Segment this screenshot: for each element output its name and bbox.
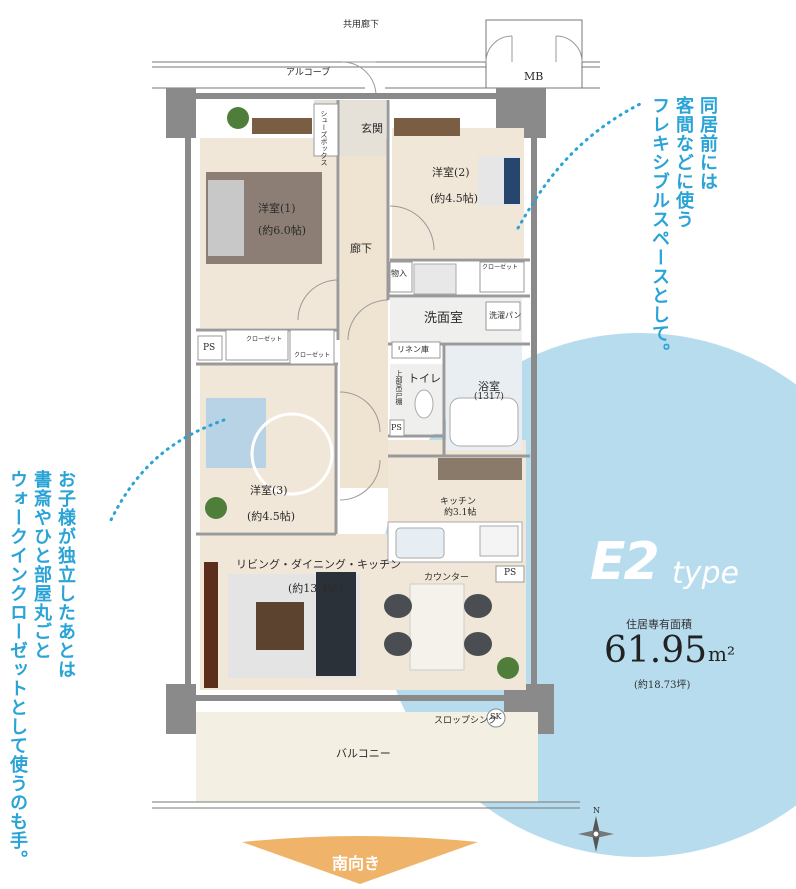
- plant-1: [227, 107, 249, 129]
- mb-door-arcs: [485, 35, 583, 63]
- label-kitchen-size: 約3.1帖: [444, 508, 477, 518]
- compass-letter: N: [593, 806, 600, 815]
- south-arrow: [242, 836, 478, 884]
- ps-box-3: [495, 565, 525, 583]
- callout-top-right-line-1: 同居前には: [697, 96, 718, 191]
- callout-line-top: [516, 102, 642, 230]
- label-storage: 物入: [391, 269, 407, 278]
- closet-western-2: [479, 261, 525, 293]
- type-word: type: [672, 556, 740, 591]
- rug-western-3: [250, 412, 334, 496]
- balcony-floor: [196, 712, 538, 802]
- area-title: 住居専有面積: [626, 618, 692, 631]
- stove: [479, 525, 519, 557]
- bed-western-2-cover: [504, 158, 520, 204]
- floor-hallway: [340, 138, 388, 488]
- kitchen-back-counter: [438, 458, 522, 480]
- label-western-3-size: (約4.5帖): [247, 510, 296, 523]
- bed-pillows-1: [208, 180, 244, 256]
- entrance-door-arc: [341, 61, 377, 97]
- label-closet-1: クローゼット: [246, 336, 283, 343]
- label-balcony: バルコニー: [336, 747, 391, 760]
- label-ps-1: PS: [203, 343, 216, 353]
- storage-box: [389, 261, 413, 293]
- label-ps-3: PS: [504, 568, 517, 578]
- outer-wall: [185, 93, 537, 701]
- coffee-table: [256, 602, 304, 650]
- bed-western-3: [206, 398, 266, 468]
- callout-line-left: [108, 418, 226, 524]
- label-slop-sink: スロップシンク: [434, 716, 498, 726]
- area-tsubo: (約18.73坪): [634, 680, 691, 691]
- label-western-2-size: (約4.5帖): [430, 192, 479, 205]
- sofa-dark: [316, 572, 356, 676]
- dining-table: [409, 583, 465, 671]
- closet-western-3: [289, 329, 335, 365]
- label-entrance: 玄関: [361, 122, 383, 135]
- label-ps-2: PS: [391, 423, 402, 432]
- label-shoe-box: シューズボックス: [320, 110, 328, 166]
- label-western-3-name: 洋室(3): [250, 484, 288, 497]
- label-sk: SK: [490, 712, 502, 721]
- label-linen: リネン庫: [397, 345, 429, 354]
- ps-box-2: [389, 419, 405, 437]
- desk-western-1: [252, 118, 312, 134]
- callout-top-right-line-2: 客間などに使う: [673, 96, 694, 229]
- label-kitchen: キッチン: [440, 497, 477, 507]
- tv-board: [204, 562, 218, 688]
- label-western-1-size: (約6.0帖): [258, 224, 307, 237]
- label-common-corridor: 共用廊下: [343, 20, 380, 30]
- desk-western-2: [394, 118, 460, 136]
- toilet-bowl: [414, 389, 434, 419]
- label-upper-shelf: 上部吊戸棚: [395, 370, 403, 405]
- label-ldk: リビング・ダイニング・キッチン: [236, 558, 401, 571]
- area-unit: m²: [708, 642, 735, 666]
- dining-chair-4: [464, 632, 492, 656]
- label-laundry-pan: 洗濯パン: [489, 311, 522, 320]
- column-bl: [166, 684, 196, 734]
- column-tl: [166, 88, 196, 138]
- label-mb: MB: [524, 70, 544, 83]
- plant-2: [205, 497, 227, 519]
- label-counter: カウンター: [424, 573, 470, 583]
- mb-box: [485, 19, 583, 89]
- label-alcove: アルコーブ: [286, 68, 331, 78]
- label-western-2-name: 洋室(2): [432, 166, 470, 179]
- washbasin: [413, 263, 457, 295]
- linen-box: [391, 341, 441, 359]
- dining-chair-2: [384, 632, 412, 656]
- ps-box-1: [197, 335, 223, 361]
- dining-chair-3: [464, 594, 492, 618]
- label-toilet: トイレ: [408, 372, 441, 385]
- compass-icon: [578, 816, 614, 852]
- label-bath: 浴室: [478, 380, 500, 393]
- orientation-label: 南向き: [332, 854, 381, 873]
- kitchen-sink: [395, 527, 445, 559]
- closet-western-1: [225, 329, 289, 361]
- label-wash-room: 洗面室: [424, 311, 464, 326]
- slop-sink-shape: [486, 708, 506, 728]
- label-closet-2: クローゼット: [482, 264, 519, 271]
- label-ldk-size: (約13.4帖): [288, 582, 344, 595]
- area-value: 61.95: [604, 630, 708, 671]
- callout-top-right: 同居前には 客間などに使う フレキシブルスペースとして。: [648, 96, 718, 362]
- label-hallway: 廊下: [350, 242, 372, 255]
- label-bath-size: (1317): [474, 392, 504, 402]
- shoe-box: [313, 103, 339, 157]
- callout-left-line-1: お子様が独立したあとは: [55, 470, 76, 679]
- laundry-pan-box: [485, 301, 521, 331]
- dining-chair-1: [384, 594, 412, 618]
- plant-3: [497, 657, 519, 679]
- label-closet-3: クローゼット: [294, 352, 331, 359]
- callout-top-right-line-3: フレキシブルスペースとして。: [649, 96, 670, 362]
- type-code: E2: [590, 532, 660, 592]
- callout-left: お子様が独立したあとは 書斎やひと部屋丸ごと ウォークインクローゼットとして使う…: [6, 470, 76, 869]
- bathtub: [449, 397, 519, 447]
- callout-left-line-2: 書斎やひと部屋丸ごと: [31, 470, 52, 660]
- label-western-1-name: 洋室(1): [258, 202, 296, 215]
- callout-left-line-3: ウォークインクローゼットとして使うのも手。: [7, 470, 28, 869]
- door-arcs: [297, 205, 435, 501]
